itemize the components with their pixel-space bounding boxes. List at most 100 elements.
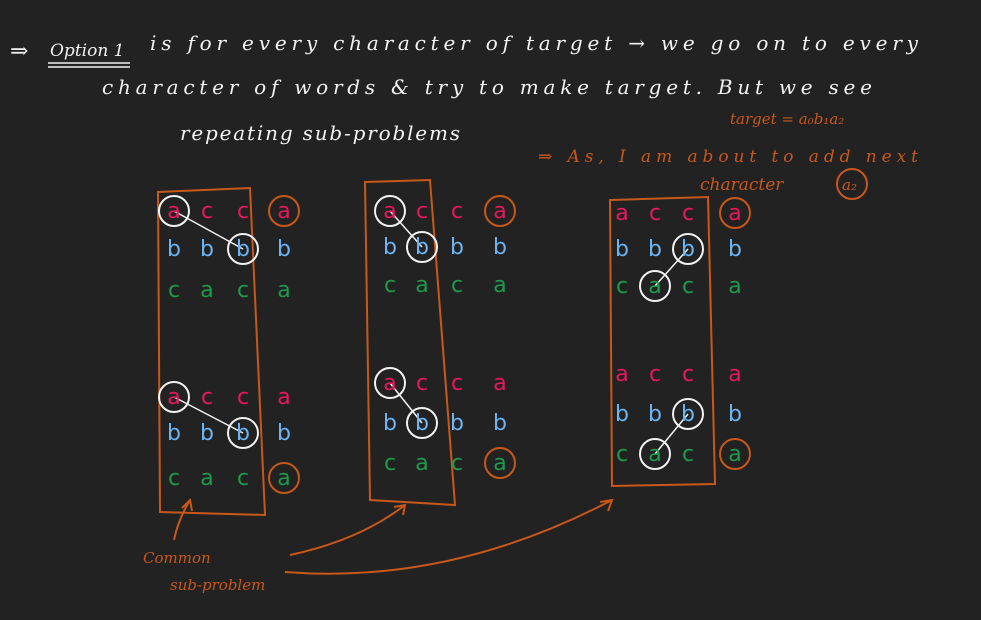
letter-green: c — [168, 466, 180, 491]
letter-pink: a — [493, 199, 506, 224]
letter-blue: b — [200, 421, 214, 446]
letter-pink: a — [383, 371, 396, 396]
letter-blue: b — [415, 235, 429, 260]
selected-circle — [639, 438, 671, 470]
letter-green: a — [415, 451, 428, 476]
common-subproblem-label: Common sub-problem — [143, 497, 614, 594]
letter-blue: b — [383, 235, 397, 260]
link-line — [173, 396, 244, 434]
letter-pink: a — [615, 201, 628, 226]
target-circle — [268, 195, 300, 227]
link-line — [654, 413, 689, 455]
letter-blue: b — [615, 402, 629, 427]
letter-pink: a — [167, 199, 180, 224]
letter-pink: c — [201, 199, 213, 224]
heading-line-3: repeating sub-problems — [180, 121, 460, 145]
letter-blue: b — [681, 237, 695, 262]
letter-blue: b — [615, 237, 629, 262]
letter-pink: a — [277, 385, 290, 410]
selected-circle — [406, 231, 438, 263]
selected-circle — [227, 233, 259, 265]
letter-green: c — [616, 442, 628, 467]
letter-green: c — [616, 274, 628, 299]
annotation: target = a₀b₁a₂ ⇒ As, I am about to add … — [538, 110, 918, 200]
arrow-head — [181, 497, 193, 512]
letter-blue: b — [648, 402, 662, 427]
letter-pink: c — [451, 199, 463, 224]
arrow-head — [393, 503, 407, 516]
letter-pink: c — [451, 371, 463, 396]
link-line — [389, 210, 423, 248]
target-circle — [719, 197, 751, 229]
letter-pink: a — [728, 362, 741, 387]
letter-green: a — [200, 466, 213, 491]
letter-pink: c — [416, 199, 428, 224]
letter-green: c — [237, 466, 249, 491]
letter-blue: b — [648, 237, 662, 262]
letter-blue: b — [236, 421, 250, 446]
note-circled: a₂ — [842, 176, 857, 194]
letter-blue: b — [200, 237, 214, 262]
target-circle — [484, 447, 516, 479]
note-line-2: character — [700, 175, 784, 195]
label-line-2: sub-problem — [170, 576, 265, 594]
circled-a2 — [836, 168, 868, 200]
letter-green: a — [648, 442, 661, 467]
group-box — [156, 186, 267, 517]
letter-pink: a — [167, 385, 180, 410]
arrow-head — [599, 498, 614, 512]
link-line — [389, 382, 423, 424]
letter-green: c — [682, 442, 694, 467]
letter-green: a — [728, 442, 741, 467]
letter-green: a — [277, 466, 290, 491]
letter-green: c — [384, 273, 396, 298]
letter-blue: b — [450, 235, 464, 260]
heading-line-1: is for every character of target → we go… — [150, 31, 919, 55]
letter-pink: a — [493, 371, 506, 396]
link-line — [654, 248, 689, 287]
note-line-1: ⇒ As, I am about to add next — [538, 147, 918, 167]
heading: ⇒ Option 1 is for every character of tar… — [10, 31, 919, 145]
letter-green: c — [237, 278, 249, 303]
group-box — [363, 178, 457, 507]
letter-pink: c — [201, 385, 213, 410]
letter-pink: c — [682, 362, 694, 387]
letter-green: a — [648, 274, 661, 299]
letter-pink: a — [277, 199, 290, 224]
letter-green: a — [277, 278, 290, 303]
letter-blue: b — [450, 411, 464, 436]
letter-green: c — [682, 274, 694, 299]
selected-circle — [672, 233, 704, 265]
target-circle — [719, 438, 751, 470]
letter-blue: b — [728, 402, 742, 427]
letter-pink: a — [615, 362, 628, 387]
letter-blue: b — [728, 237, 742, 262]
letter-green: a — [728, 274, 741, 299]
link-line — [173, 210, 244, 250]
letter-blue: b — [277, 237, 291, 262]
letter-pink: a — [383, 199, 396, 224]
group-box — [608, 195, 717, 488]
letter-green: c — [451, 273, 463, 298]
letter-green: a — [415, 273, 428, 298]
selected-circle — [374, 195, 406, 227]
letter-green: c — [384, 451, 396, 476]
letter-pink: c — [649, 362, 661, 387]
letter-green: c — [451, 451, 463, 476]
letter-green: a — [493, 273, 506, 298]
letter-blue: b — [236, 237, 250, 262]
target-circle — [268, 462, 300, 494]
selected-circle — [158, 381, 190, 413]
letter-blue: b — [415, 411, 429, 436]
selected-circle — [672, 398, 704, 430]
letter-pink: c — [649, 201, 661, 226]
selected-circle — [227, 417, 259, 449]
